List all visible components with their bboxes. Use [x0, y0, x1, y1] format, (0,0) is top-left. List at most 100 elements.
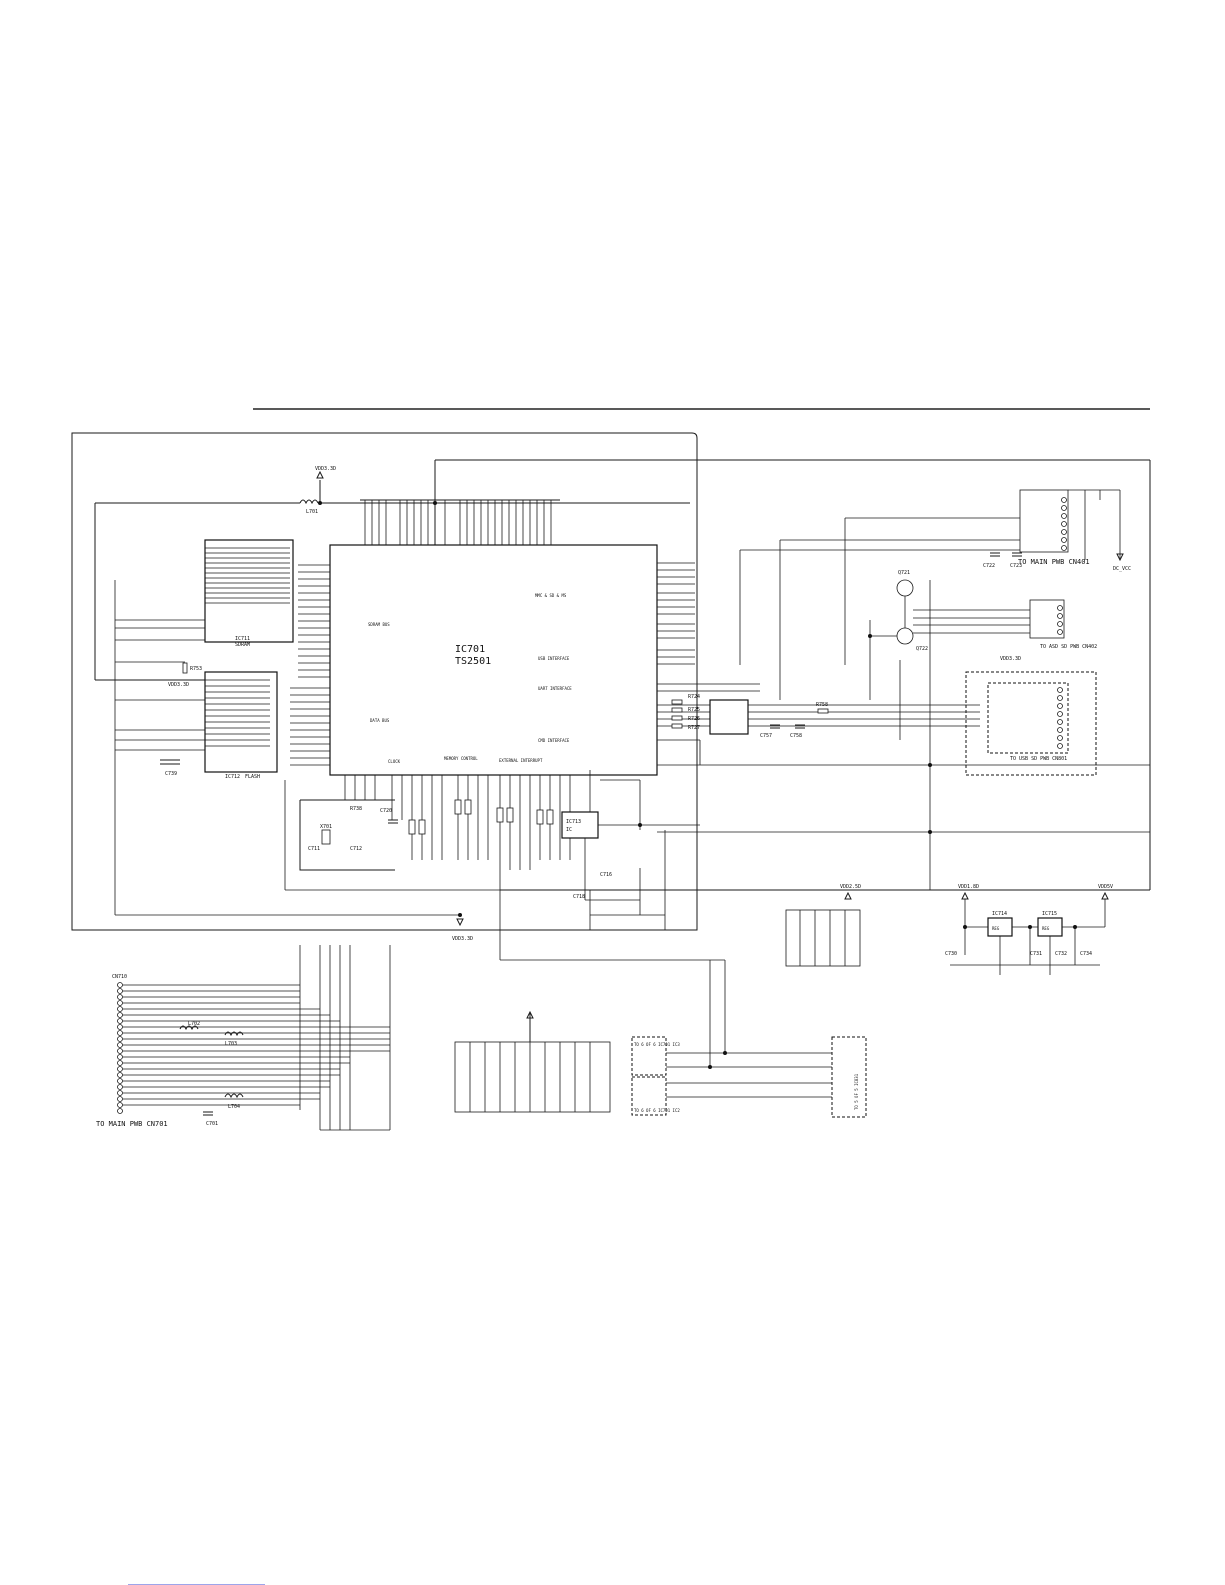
regulator-wiring	[950, 899, 1106, 975]
cn801-box: TO USB SD PWB CN801	[965, 671, 1097, 776]
fromto-a-label: TO 6 OF 6 IC701 IC3	[634, 1042, 680, 1047]
cn401-wiring	[1068, 489, 1121, 560]
c720-label: C720	[380, 808, 392, 814]
rail-label-mid: VDD3.3D	[452, 936, 473, 942]
fromto-box-b: TO 6 OF 6 IC701 IC2	[631, 1076, 680, 1116]
regulator-ic714: IC714 REG	[987, 911, 1013, 937]
flash-ref: IC712	[225, 774, 240, 780]
sdram-ic711: IC711 SDRAM	[204, 539, 294, 648]
c732-label: C732	[1055, 951, 1067, 957]
block-cmd: CMD INTERFACE	[538, 738, 570, 743]
rail-label-left: VDD3.3D	[168, 682, 189, 688]
bottom-signal-lines	[499, 870, 832, 1098]
c712-label: C712	[350, 846, 362, 852]
c730-label: C730	[945, 951, 957, 957]
main-ic-ic701: IC701 TS2501 SDRAM BUS DATA BUS CLOCK ME…	[290, 500, 760, 870]
r753-label: R753	[190, 666, 202, 672]
crystal-x701: X701 C711 C712 R738 C720	[299, 799, 398, 871]
flash-part: FLASH	[245, 774, 260, 780]
sdram-ref: IC711	[235, 636, 250, 642]
block-sdram-bus: SDRAM BUS	[368, 622, 390, 627]
r725-label: R725	[688, 707, 700, 713]
fromto-box-a: TO 6 OF 6 IC701 IC3	[631, 1036, 680, 1076]
c722-c723-caps: C722 C723	[983, 552, 1022, 569]
l701-inductor: L701	[299, 499, 319, 515]
c701-capacitor: C701	[203, 1111, 218, 1127]
fromto-c-label: TO 5 OF 5 IC831	[854, 1073, 859, 1110]
junction-dots	[318, 501, 1077, 1069]
ic714-part: REG	[992, 926, 1000, 931]
rail-arrow-mid	[456, 918, 464, 927]
block-data-bus: DATA BUS	[370, 718, 390, 723]
c701-label: C701	[206, 1121, 218, 1127]
c723-label: C723	[1010, 563, 1022, 569]
block-usb: USB INTERFACE	[538, 656, 570, 661]
board-border	[71, 432, 698, 931]
fromto-box-c: TO 5 OF 5 IC831	[831, 1036, 867, 1118]
r758-label: R758	[816, 702, 828, 708]
dc-vcc-arrow	[1116, 553, 1124, 562]
rail-label-top: VDD3.3D	[315, 466, 336, 472]
cn710-wiring	[123, 780, 690, 1131]
block-uart: UART INTERFACE	[538, 686, 572, 691]
c757-label: C757	[760, 733, 772, 739]
rail-arrow-top	[316, 470, 324, 479]
main-ic-part: TS2501	[455, 656, 491, 667]
rail-vdd50-arrow	[1101, 891, 1109, 900]
flash-ic712: IC712 FLASH	[204, 671, 278, 780]
r758-resistor: R758	[816, 702, 829, 714]
rail-vdd18-arrow	[961, 891, 969, 900]
r753-resistor: R753	[182, 662, 202, 674]
ic713-part: IC	[566, 827, 572, 833]
cn801-label: TO USB SD PWB CN801	[1010, 756, 1067, 762]
rail-label-right: VDD3.3D	[1000, 656, 1021, 662]
l704-label: L704	[228, 1104, 240, 1110]
block-ext-interrupt: EXTERNAL INTERRUPT	[499, 758, 543, 763]
cn710-connector: CN710 TO MAIN PWB CN701	[96, 974, 168, 1128]
q722-label: Q722	[916, 646, 928, 652]
l703-label: L703	[225, 1041, 237, 1047]
q721-label: Q721	[898, 570, 910, 576]
transistor-q721: Q721	[896, 570, 914, 597]
fromto-b-label: TO 6 OF 6 IC701 IC2	[634, 1108, 680, 1113]
ic715-part: REG	[1042, 926, 1050, 931]
bottom-resistor-array	[408, 799, 554, 835]
inductors-bottom: L702 L703 L704	[179, 1021, 244, 1110]
ic713: IC713 IC	[561, 811, 599, 839]
r724-label: R724	[688, 694, 700, 700]
c758-label: C758	[790, 733, 802, 739]
dc-vcc-label: DC_VCC	[1113, 566, 1131, 572]
ic714-ref: IC714	[992, 911, 1007, 917]
regulator-ic715: IC715 REG	[1037, 911, 1063, 937]
x701-label: X701	[320, 824, 332, 830]
usb-switch-block: R724 R725 R726 R727	[671, 694, 749, 735]
c716-label: C716	[600, 872, 612, 878]
sdram-part: SDRAM	[235, 642, 250, 648]
transistor-wiring	[739, 517, 1030, 890]
c731-label: C731	[1030, 951, 1042, 957]
c734-label: C734	[1080, 951, 1092, 957]
rail-vdd50-label: VDD5V	[1098, 884, 1113, 890]
block-sd-mmc: MMC & SD & MS	[535, 593, 567, 598]
c757-capacitor: C757	[760, 724, 780, 739]
cn701-label: TO MAIN PWB CN701	[96, 1120, 168, 1128]
cn401-connector: TO MAIN PWB CN401	[1018, 489, 1090, 566]
c722-label: C722	[983, 563, 995, 569]
r726-label: R726	[688, 716, 700, 722]
l701-label: L701	[306, 509, 318, 515]
decoupling-cap-bank-right	[785, 909, 861, 967]
rail-vdd25-arrow	[844, 891, 852, 900]
main-ic-ref: IC701	[455, 644, 485, 655]
cn402-label: TO ASD SD PWB CN402	[1040, 644, 1097, 650]
transistor-q722: Q722	[896, 627, 928, 652]
rail-vdd25-label: VDD2.5D	[840, 884, 861, 890]
c758-capacitor: C758	[790, 724, 805, 739]
block-clock: CLOCK	[388, 759, 401, 764]
ic715-ref: IC715	[1042, 911, 1057, 917]
l702-label: L702	[188, 1021, 200, 1027]
left-signal-lines	[114, 580, 460, 916]
block-memory-control: MEMORY CONTROL	[444, 756, 478, 761]
c711-label: C711	[308, 846, 320, 852]
rail-vdd18-label: VDD1.8D	[958, 884, 979, 890]
